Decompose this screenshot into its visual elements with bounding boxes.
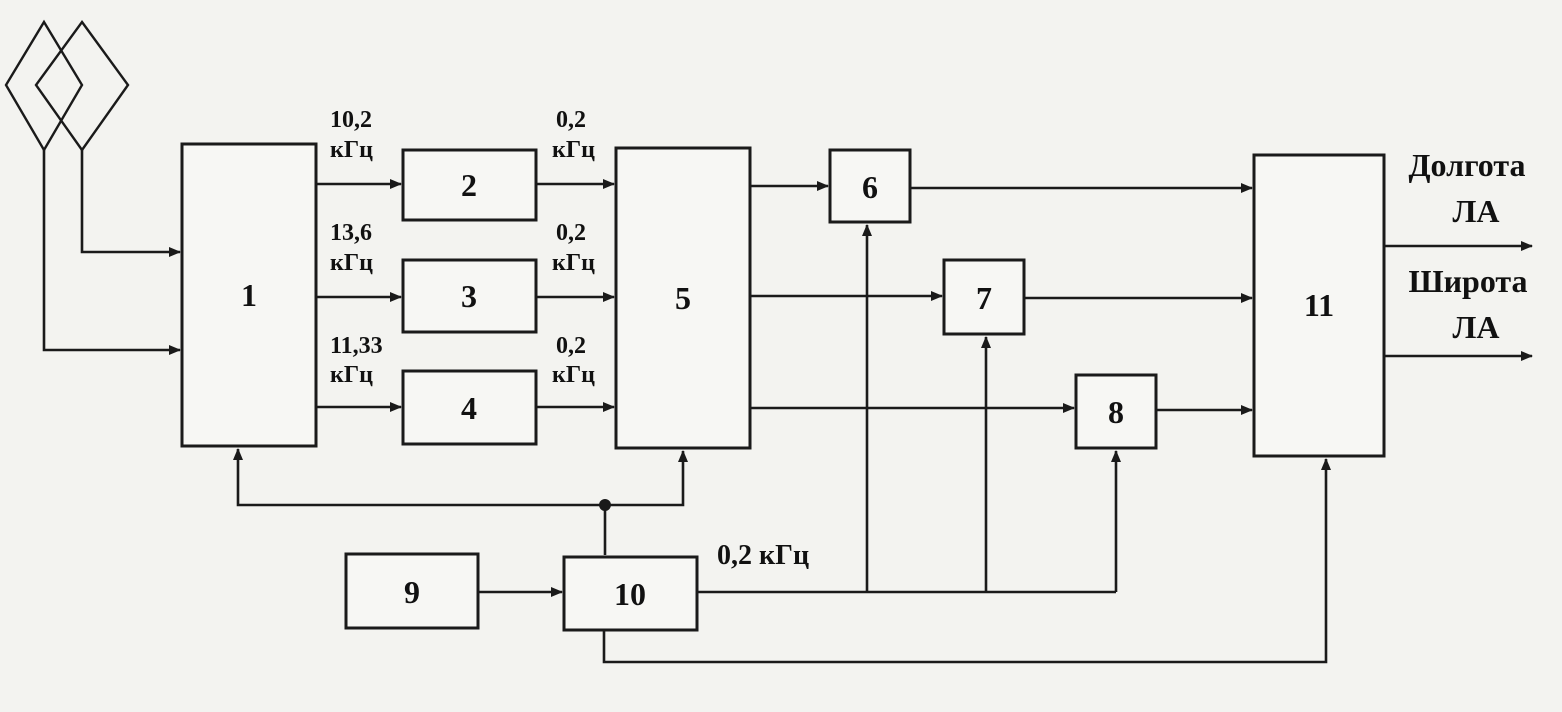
block-11-label: 11 bbox=[1304, 287, 1334, 323]
output-latitude-line2: ЛА bbox=[1453, 309, 1500, 345]
frequency-labels: 10,2 кГц 13,6 кГц 11,33 кГц 0,2 кГц 0,2 … bbox=[330, 107, 809, 571]
freq-in-3-unit: кГц bbox=[330, 250, 373, 276]
block-7-label: 7 bbox=[976, 280, 992, 316]
block-8-label: 8 bbox=[1108, 394, 1124, 430]
block-6: 6 bbox=[828, 148, 912, 224]
freq-out-4-value: 0,2 bbox=[556, 333, 586, 359]
block-4: 4 bbox=[401, 369, 538, 446]
output-longitude-line2: ЛА bbox=[1453, 193, 1500, 229]
connection-lines bbox=[42, 150, 1533, 664]
block-6-label: 6 bbox=[862, 169, 878, 205]
junction-dot bbox=[599, 499, 611, 511]
block-9: 9 bbox=[344, 552, 480, 630]
output-latitude-line1: Широта bbox=[1408, 263, 1527, 299]
freq-in-4-value: 11,33 bbox=[330, 333, 383, 359]
block-5: 5 bbox=[614, 146, 752, 450]
output-labels: Долгота ЛА Широта ЛА bbox=[1408, 147, 1527, 345]
block-1-label: 1 bbox=[241, 277, 257, 313]
block-2: 2 bbox=[401, 148, 538, 222]
antenna-icon bbox=[4, 19, 130, 153]
freq-in-2-value: 10,2 bbox=[330, 107, 372, 133]
block-8: 8 bbox=[1074, 373, 1158, 450]
freq-reference-label: 0,2 кГц bbox=[717, 540, 809, 571]
block-4-label: 4 bbox=[461, 390, 477, 426]
freq-out-2-unit: кГц bbox=[552, 137, 595, 163]
output-longitude-line1: Долгота bbox=[1409, 147, 1526, 183]
freq-out-3-unit: кГц bbox=[552, 250, 595, 276]
freq-in-4-unit: кГц bbox=[330, 362, 373, 388]
block-3: 3 bbox=[401, 258, 538, 334]
freq-in-3-value: 13,6 bbox=[330, 220, 372, 246]
block-5-label: 5 bbox=[675, 280, 691, 316]
block-11: 11 bbox=[1252, 153, 1386, 458]
block-7: 7 bbox=[942, 258, 1026, 336]
block-2-label: 2 bbox=[461, 167, 477, 203]
freq-out-3-value: 0,2 bbox=[556, 220, 586, 246]
block-10-label: 10 bbox=[614, 576, 646, 612]
block-10: 10 bbox=[562, 555, 699, 632]
block-3-label: 3 bbox=[461, 278, 477, 314]
block-1: 1 bbox=[180, 142, 318, 448]
freq-in-2-unit: кГц bbox=[330, 137, 373, 163]
freq-out-2-value: 0,2 bbox=[556, 107, 586, 133]
block-9-label: 9 bbox=[404, 574, 420, 610]
freq-out-4-unit: кГц bbox=[552, 362, 595, 388]
